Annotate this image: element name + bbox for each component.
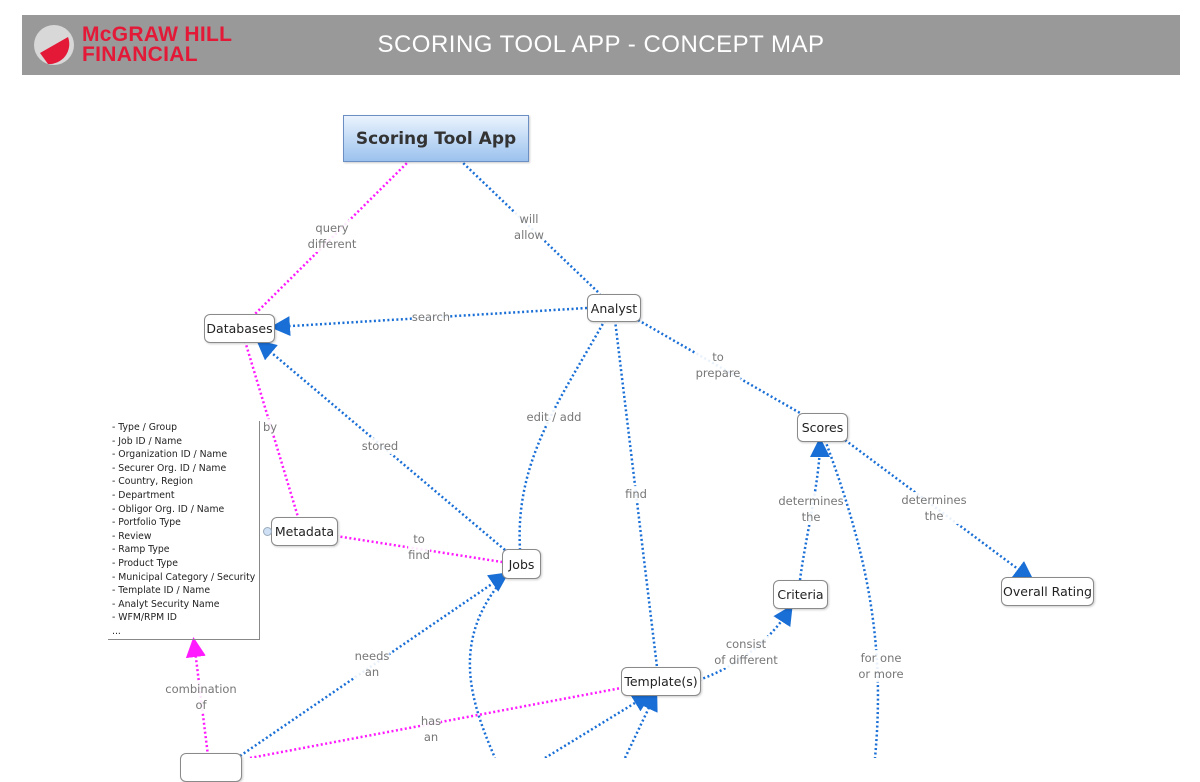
link-label-needs-an: needs an <box>354 648 390 680</box>
node-templates[interactable]: Template(s) <box>621 667 701 696</box>
node-databases[interactable]: Databases <box>204 314 275 343</box>
link-analyst-jobs <box>518 319 607 550</box>
link-label-has-an: has an <box>420 713 442 745</box>
metadata-field: - Securer Org. ID / Name <box>112 462 227 474</box>
logo-line-1: McGRAW HILL <box>82 23 233 46</box>
node-criteria[interactable]: Criteria <box>773 580 828 609</box>
link-label-stored: stored <box>361 438 399 454</box>
metadata-field: ... <box>112 625 121 637</box>
link-jobs-databases <box>256 339 506 551</box>
link-metadata-jobs <box>335 534 503 564</box>
metadata-field: - Country, Region <box>112 476 193 488</box>
link-jobs-down <box>468 576 506 758</box>
header-bar: McGRAW HILL FINANCIAL SCORING TOOL APP -… <box>22 15 1180 75</box>
node-jobs[interactable]: Jobs <box>502 549 541 579</box>
node-analyst[interactable]: Analyst <box>587 294 641 322</box>
metadata-field: - Organization ID / Name <box>112 449 228 461</box>
link-label-by: by <box>262 419 278 435</box>
link-down-templates-2 <box>623 690 658 758</box>
link-label-edit-add: edit / add <box>526 409 582 425</box>
node-scores[interactable]: Scores <box>797 413 848 442</box>
link-label-find: find <box>625 486 647 502</box>
page-title: SCORING TOOL APP - CONCEPT MAP <box>377 31 825 58</box>
logo-line-2: FINANCIAL <box>82 43 198 66</box>
metadata-field: - Obligor Org. ID / Name <box>112 503 225 515</box>
metadata-field: - Product Type <box>112 557 178 569</box>
link-root-analyst <box>459 159 601 295</box>
link-label-for-one-or-more: for one or more <box>858 650 904 682</box>
node-scoring-tool-app[interactable]: Scoring Tool App <box>343 115 529 162</box>
link-bottom-metadata <box>185 637 210 757</box>
node-partial-bottom[interactable] <box>180 753 242 782</box>
link-label-will-allow: will allow <box>514 211 544 243</box>
metadata-field: - Template ID / Name <box>112 585 211 597</box>
link-bottom-jobs <box>239 572 510 758</box>
metadata-field: - Review <box>112 530 152 542</box>
metadata-field: - Analyt Security Name <box>112 598 220 610</box>
concept-map-links <box>185 159 1035 758</box>
link-label-to-prepare: to prepare <box>695 349 741 381</box>
link-criteria-scores <box>798 437 830 581</box>
metadata-field: - Job ID / Name <box>112 435 182 447</box>
link-label-query-different: query different <box>307 220 357 252</box>
metadata-fields-list: - Type / Group - Job ID / Name - Organiz… <box>108 421 260 640</box>
metadata-field: - Ramp Type <box>112 544 170 556</box>
globe-logo-icon <box>34 25 74 65</box>
metadata-field: - Department <box>112 489 175 501</box>
link-label-consist: consist of different <box>714 636 778 668</box>
link-scores-down <box>823 439 880 758</box>
link-label-to-find: to find <box>408 531 430 563</box>
link-label-search: search <box>411 309 451 325</box>
link-label-determines-overall: determines the <box>901 492 967 524</box>
metadata-field: - WFM/RPM ID <box>112 612 177 624</box>
link-label-combination-of: combination of <box>165 681 237 713</box>
metadata-field: - Type / Group <box>112 422 178 433</box>
link-label-determines-criteria: determines the <box>778 493 844 525</box>
link-down-templates-1 <box>544 692 653 758</box>
metadata-field: - Portfolio Type <box>112 517 181 529</box>
collapse-handle-icon[interactable] <box>263 527 272 536</box>
metadata-field: - Municipal Category / Security <box>112 571 256 583</box>
company-logo: McGRAW HILL FINANCIAL <box>32 21 232 69</box>
link-templates-criteria <box>698 604 793 682</box>
node-overall-rating[interactable]: Overall Rating <box>1001 577 1094 606</box>
node-metadata[interactable]: Metadata <box>271 517 338 546</box>
